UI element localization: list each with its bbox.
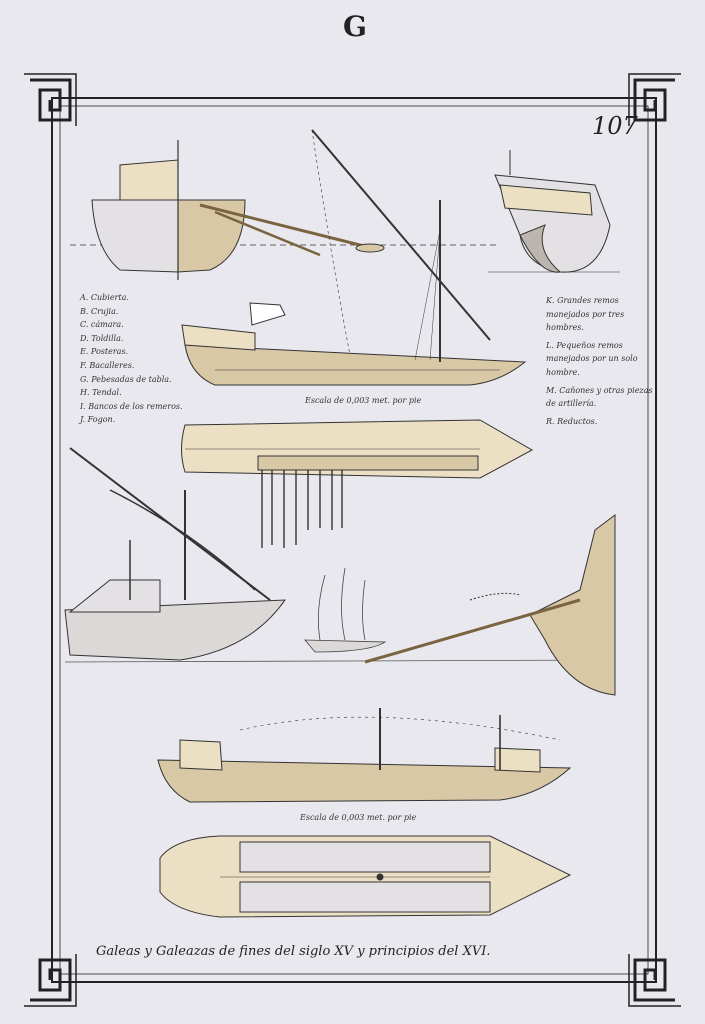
legend-left: A. Cubierta. B. Crujia. C. cámara. D. To… bbox=[80, 291, 200, 427]
galleass-stern-rowers-drawing bbox=[364, 514, 616, 696]
legend-item: E. Posteras. bbox=[80, 347, 129, 357]
legend-item: J. Fogon. bbox=[80, 415, 116, 425]
legend-right: K. Grandes remos manejados por tres homb… bbox=[546, 294, 656, 432]
scale-caption: Escala de 0,003 met. por pie bbox=[305, 396, 422, 405]
legend-item: A. Cubierta. bbox=[80, 293, 129, 302]
ornamental-frame bbox=[22, 72, 683, 1008]
galleass-side-view-drawing bbox=[157, 708, 572, 803]
plate-letter: G bbox=[343, 10, 367, 43]
legend-item: G. Pebesadas de tabla. bbox=[80, 374, 172, 384]
frame-corner-bottom-left bbox=[22, 952, 78, 1008]
frame-corner-top-left bbox=[22, 72, 78, 128]
distant-ship-drawing bbox=[304, 567, 387, 653]
legend-item: M. Cañones y otras piezas de artillería. bbox=[546, 385, 653, 409]
galley-plan-view-drawing bbox=[181, 419, 534, 548]
plate-title: Galeas y Galeazas de fines del siglo XV … bbox=[96, 944, 491, 959]
legend-item: R. Reductos. bbox=[546, 416, 598, 426]
legend-item: H. Tendal. bbox=[80, 388, 122, 398]
stern-section-drawing bbox=[70, 140, 500, 280]
scale-caption: Escala de 0,003 met. por pie bbox=[300, 813, 417, 822]
page-number: 107 bbox=[592, 112, 638, 140]
legend-item: B. Crujia. bbox=[80, 306, 119, 316]
stern-view-drawing bbox=[488, 150, 620, 273]
galleass-plan-view-drawing bbox=[159, 835, 572, 918]
legend-item: K. Grandes remos manejados por tres homb… bbox=[546, 296, 625, 333]
sea-line bbox=[64, 659, 616, 663]
galleass-sailing-drawing bbox=[64, 447, 286, 661]
legend-item: C. cámara. bbox=[80, 320, 124, 330]
galley-side-view-drawing bbox=[181, 129, 527, 386]
legend-item: F. Bacalleres. bbox=[80, 360, 135, 370]
legend-item: D. Toldilla. bbox=[80, 333, 124, 343]
legend-item: L. Pequeños remos manejados por un solo … bbox=[546, 340, 638, 377]
legend-item: I. Bancos de los remeros. bbox=[80, 401, 183, 411]
